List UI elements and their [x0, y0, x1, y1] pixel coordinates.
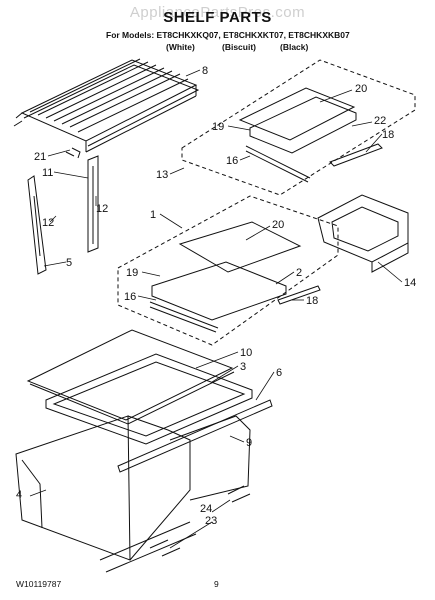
- callout-22: 22: [374, 115, 386, 127]
- color-white: (White): [166, 42, 195, 52]
- callout-10: 10: [240, 347, 252, 359]
- model-list: For Models: ET8CHKXKQ07, ET8CHKXKT07, ET…: [106, 30, 350, 40]
- callout-18b: 18: [306, 295, 318, 307]
- callout-16a: 16: [226, 155, 238, 167]
- callout-11: 11: [42, 167, 53, 179]
- upper-glass-shelf-drawing: [238, 87, 383, 183]
- callout-6: 6: [276, 367, 282, 379]
- assembly-box-13: [181, 59, 416, 196]
- callout-20a: 20: [355, 83, 367, 95]
- callout-4: 4: [16, 489, 22, 501]
- wire-shelf-drawing: [13, 58, 200, 159]
- shelf-support-drawing: [27, 155, 99, 275]
- callout-16b: 16: [124, 291, 136, 303]
- page-title: SHELF PARTS: [163, 9, 272, 26]
- callout-19b: 19: [126, 267, 138, 279]
- callout-3: 3: [240, 361, 246, 373]
- callout-1: 1: [150, 209, 156, 221]
- callout-13: 13: [156, 169, 168, 181]
- callout-12a: 12: [96, 203, 108, 215]
- callout-21: 21: [34, 151, 46, 163]
- callout-2: 2: [296, 267, 302, 279]
- assembly-box-1: [117, 195, 339, 346]
- color-black: (Black): [280, 42, 309, 52]
- leader-lines: [29, 69, 403, 549]
- page-number: 9: [214, 579, 219, 589]
- callout-18a: 18: [382, 129, 394, 141]
- document-number: W10119787: [16, 579, 62, 589]
- callout-12b: 12: [42, 217, 54, 229]
- callout-labels: 8 21 11 12 12 5 13 20 19 22 18 16 1 20 1…: [16, 65, 416, 527]
- callout-9: 9: [246, 437, 252, 449]
- lower-glass-shelf-drawing: [149, 221, 321, 333]
- crisper-drawer-drawing: [317, 194, 409, 273]
- watermark: AppliancePartsPros.com: [129, 4, 306, 21]
- callout-5: 5: [66, 257, 72, 269]
- color-biscuit: (Biscuit): [222, 42, 256, 52]
- deli-glass-cover-drawing: [26, 329, 253, 445]
- callout-8: 8: [202, 65, 208, 77]
- pan-drawers-drawing: [15, 415, 251, 573]
- callout-20b: 20: [272, 219, 284, 231]
- callout-14: 14: [404, 277, 416, 289]
- callout-19a: 19: [212, 121, 224, 133]
- callout-24: 24: [200, 503, 212, 515]
